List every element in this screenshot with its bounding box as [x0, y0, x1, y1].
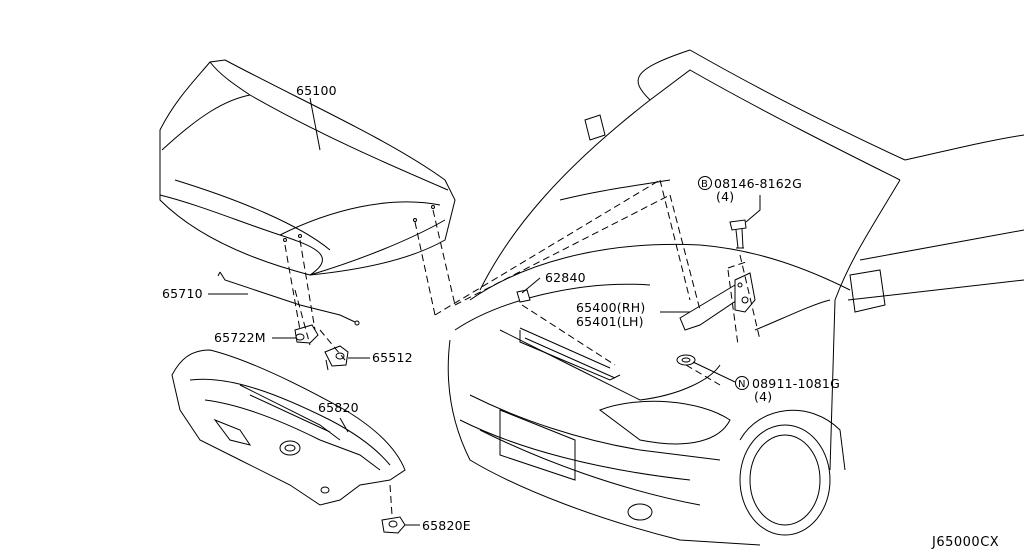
hood-hinge-part [679, 272, 756, 331]
bolt-symbol-circle [698, 176, 712, 190]
label-nut-group: N 08911-1081G (4) [735, 376, 840, 404]
label-65512: 65512 [372, 350, 413, 365]
label-65401-lh: 65401(LH) [576, 314, 644, 329]
label-65400-rh: 65400(RH) [576, 300, 645, 315]
label-bolt-qty: (4) [716, 189, 734, 204]
label-bolt-group: B 08146-8162G (4) [698, 176, 802, 204]
assembly-lines [284, 179, 761, 516]
label-nut-qty: (4) [754, 389, 772, 404]
label-65820e: 65820E [422, 518, 471, 533]
leader-lines [208, 97, 761, 526]
label-62840: 62840 [545, 270, 586, 285]
insulator-clip-part [381, 516, 406, 534]
vehicle-front-body [447, 49, 1024, 546]
hood-insulator-part [171, 349, 406, 506]
hood-support-rod [217, 271, 360, 326]
label-65722m: 65722M [214, 330, 266, 345]
label-08911-1081g: 08911-1081G [752, 376, 840, 391]
nut-symbol: N [738, 379, 745, 390]
diagram-reference-code: J65000CX [931, 535, 999, 550]
nut-symbol-circle [735, 376, 749, 390]
bumper-rubber-part [516, 289, 531, 303]
label-65100: 65100 [296, 83, 337, 98]
label-08146-8162g: 08146-8162G [714, 176, 802, 191]
label-65710: 65710 [162, 286, 203, 301]
nut-part [676, 354, 696, 366]
bolt-part [729, 219, 747, 249]
bolt-symbol: B [701, 179, 708, 190]
hood-panel [159, 59, 456, 276]
hood-lock-part [324, 345, 349, 371]
label-65820: 65820 [318, 400, 359, 415]
